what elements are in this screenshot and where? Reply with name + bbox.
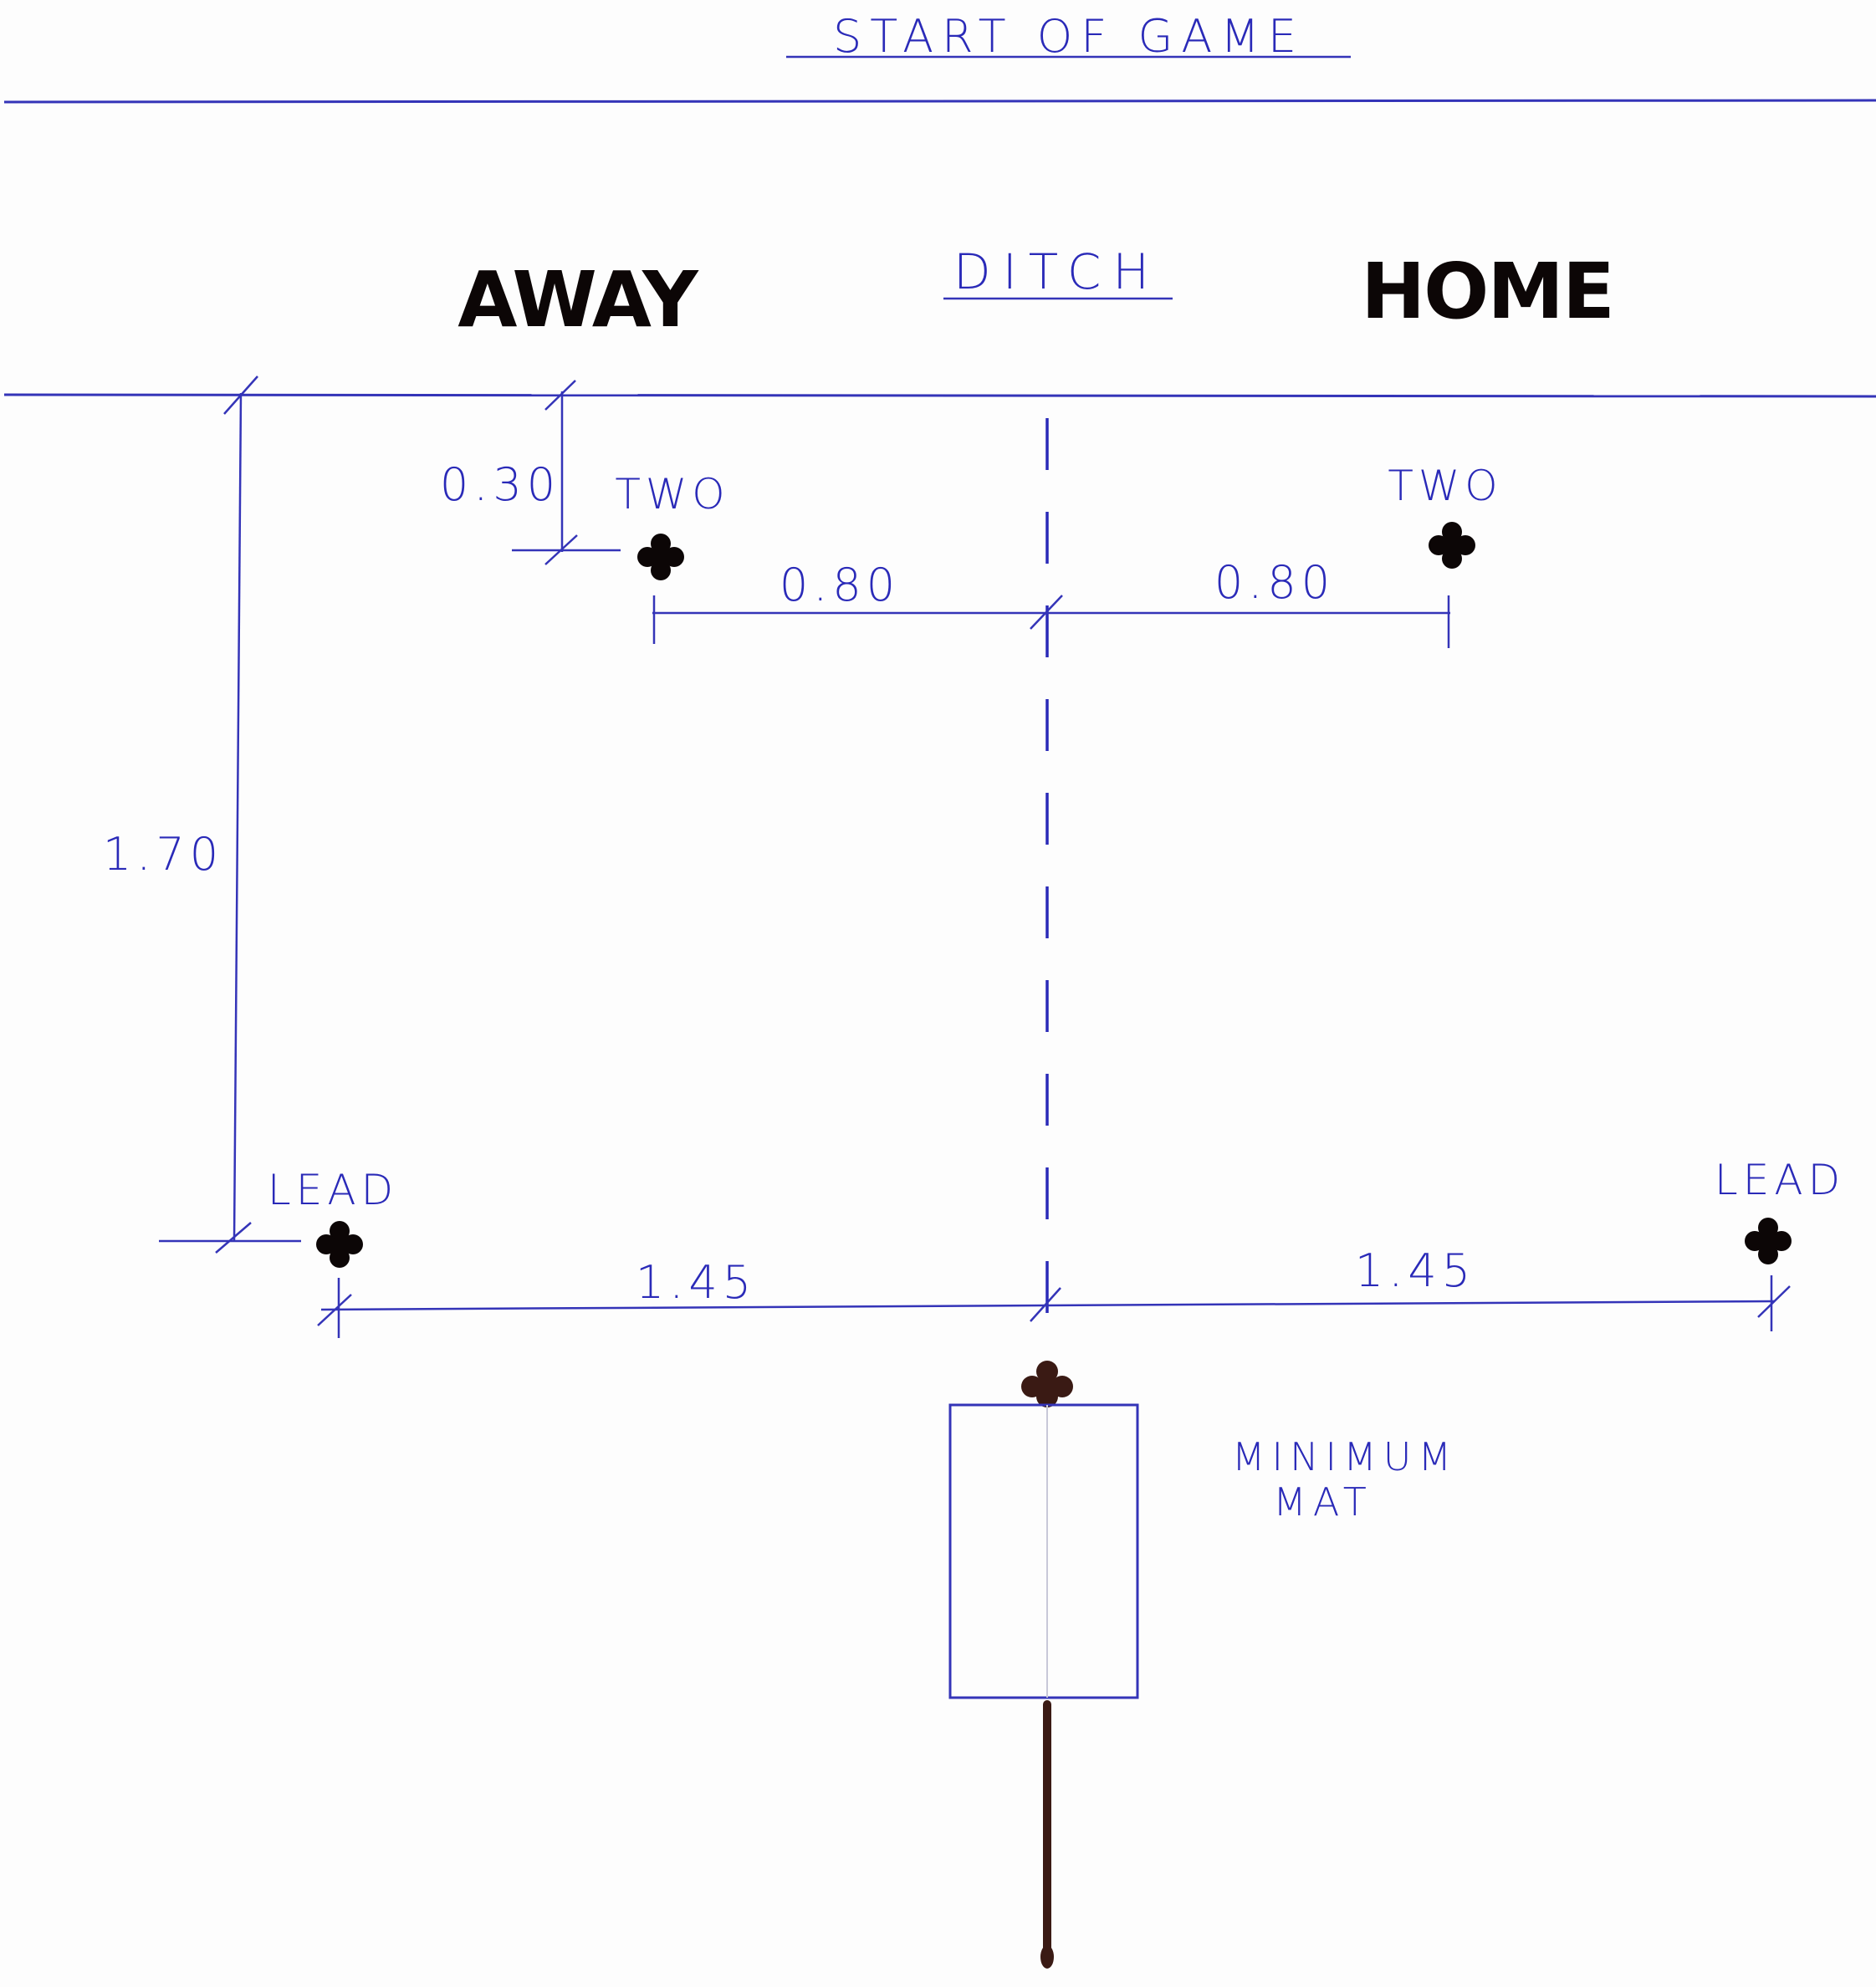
- lead-right-marker-icon: [1745, 1218, 1792, 1264]
- lead-depth-tick-top: [223, 375, 258, 415]
- lead-centre-tick: [1030, 1287, 1061, 1322]
- two-left-offset-value: 0.80: [780, 559, 900, 611]
- two-centre-tick: [1030, 595, 1063, 630]
- lead-left-marker-icon: [316, 1221, 363, 1268]
- lead-left-offset-value: 1.45: [636, 1256, 756, 1309]
- top-boundary-line: [3, 99, 1876, 104]
- two-right-marker-icon: [1429, 522, 1475, 569]
- two-depth-tick-top: [544, 380, 576, 411]
- ditch-label: DITCH: [953, 243, 1161, 300]
- two-right-label: TWO: [1388, 462, 1502, 510]
- jack-line-end: [1040, 1945, 1054, 1969]
- lead-dimension-line: [320, 1300, 1776, 1311]
- jack-marker-icon: [1021, 1361, 1073, 1407]
- home-label: HOME: [1361, 247, 1613, 336]
- mat-label-line1: MINIMUM: [1232, 1434, 1458, 1479]
- lead-left-label: LEAD: [268, 1166, 398, 1214]
- two-right-offset-value: 0.80: [1214, 556, 1335, 609]
- minimum-mat: [948, 1403, 1139, 1699]
- mat-label-line2: MAT: [1273, 1479, 1373, 1525]
- lead-right-offset-value: 1.45: [1355, 1244, 1475, 1297]
- lead-right-tick-diag: [1757, 1285, 1791, 1318]
- two-left-label: TWO: [615, 470, 729, 518]
- lead-left-tick: [317, 1294, 352, 1326]
- two-left-marker-icon: [637, 534, 684, 580]
- away-label: AWAY: [457, 255, 699, 345]
- lead-right-label: LEAD: [1715, 1156, 1845, 1204]
- lead-depth-tick-bottom: [215, 1222, 252, 1254]
- two-depth-value: 0.30: [440, 458, 560, 511]
- ditch-line: [3, 393, 1876, 398]
- page-title: START OF GAME: [833, 10, 1305, 63]
- lead-depth-value: 1.70: [103, 828, 223, 881]
- lead-depth-dimension-line: [233, 392, 243, 1242]
